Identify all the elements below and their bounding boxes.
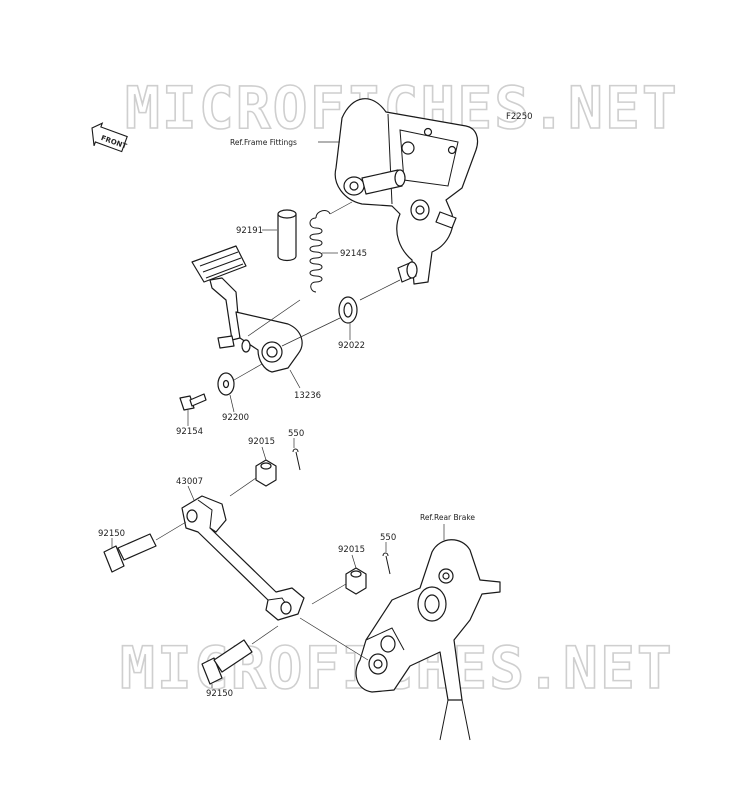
bolt-92150-top — [103, 533, 157, 573]
label-92154: 92154 — [176, 427, 203, 437]
label-43007: 43007 — [176, 477, 203, 487]
label-92200: 92200 — [222, 413, 249, 423]
spring-92145 — [309, 210, 331, 293]
brake-pedal — [191, 245, 303, 373]
label-92015-bottom: 92015 — [338, 545, 365, 555]
front-arrow-icon: FRONT — [91, 122, 128, 153]
label-13236: 13236 — [294, 391, 321, 401]
ref-rear-brake-label: Ref.Rear Brake — [420, 513, 475, 522]
cotter-pin-550-bottom — [382, 552, 391, 575]
sleeve-92191 — [277, 209, 297, 262]
label-92022: 92022 — [338, 341, 365, 351]
label-92150-bottom: 92150 — [206, 689, 233, 699]
bolt-92154 — [179, 393, 207, 411]
brake-rod-43007 — [181, 495, 305, 621]
cotter-pin-550-top — [292, 448, 301, 471]
label-92145: 92145 — [340, 249, 367, 259]
label-92150-top: 92150 — [98, 529, 125, 539]
ref-frame-fittings-label: Ref.Frame Fittings — [230, 138, 297, 147]
washer-92022 — [338, 296, 358, 324]
nut-92015-top — [255, 459, 277, 487]
washer-92200 — [217, 372, 235, 396]
label-550-top: 550 — [288, 429, 304, 439]
figure-code: F2250 — [506, 112, 533, 122]
rear-brake-arm — [355, 539, 501, 741]
label-92015-top: 92015 — [248, 437, 275, 447]
label-550-bottom: 550 — [380, 533, 396, 543]
bolt-92150-bottom — [201, 639, 253, 685]
frame-bracket — [334, 98, 479, 285]
label-92191: 92191 — [236, 226, 263, 236]
nut-92015-bottom — [345, 567, 367, 595]
